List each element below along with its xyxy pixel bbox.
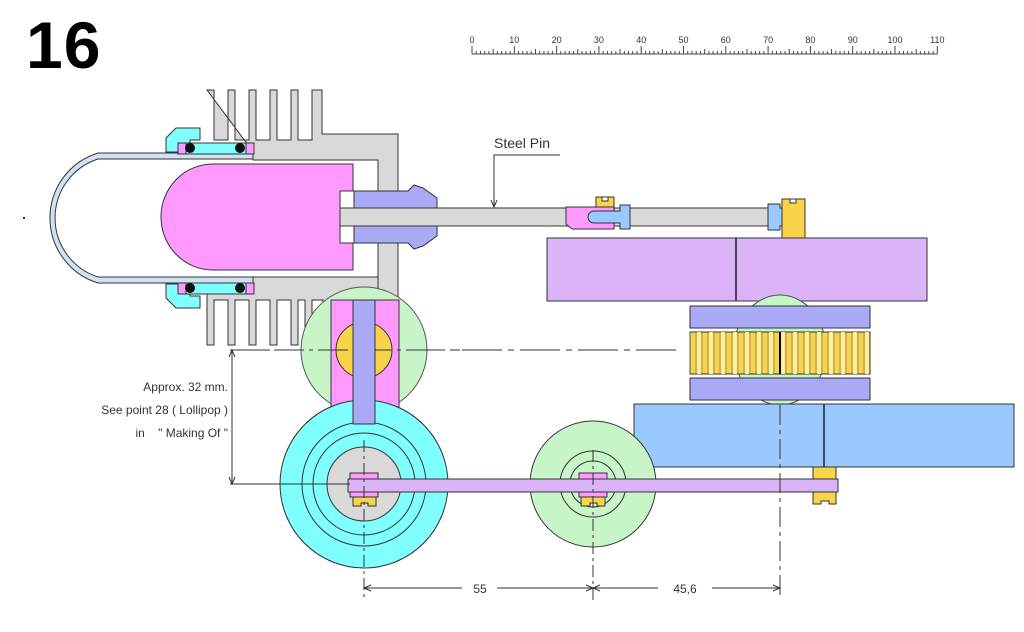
lower-o-ring-right [235, 283, 245, 293]
ruler-label: 30 [594, 35, 604, 45]
gear-tooth [733, 332, 737, 374]
displacer-piston [160, 163, 354, 271]
lower-o-ring-left [185, 283, 195, 293]
ruler-label: 0 [469, 35, 474, 45]
gear-tooth [829, 332, 833, 374]
steel-pin-leader [493, 154, 560, 206]
upper-o-ring-left [185, 143, 195, 153]
ruler-label: 110 [930, 35, 944, 45]
gear-tooth [709, 332, 713, 374]
note-line-2: See point 28 ( Lollipop ) [101, 403, 228, 417]
piston-rod [352, 299, 376, 425]
gear-tooth [769, 332, 773, 374]
flywheel-screw-top [781, 198, 806, 239]
ruler-label: 80 [805, 35, 815, 45]
dimension-45-6: 45,6 [673, 582, 697, 596]
gear-tooth [817, 332, 821, 374]
ruler-label: 100 [887, 35, 902, 45]
ruler-label: 10 [509, 35, 519, 45]
note-line-3: in " Making Of " [135, 426, 228, 440]
gear-tooth [745, 332, 749, 374]
lower-spacer-disc [689, 377, 871, 401]
page-number: 16 [26, 8, 102, 82]
gear-tooth [865, 332, 869, 374]
steel-pin [339, 207, 769, 227]
upper-o-ring-right [235, 143, 245, 153]
ruler-label: 70 [763, 35, 773, 45]
gear-tooth [697, 332, 701, 374]
ruler-label: 20 [552, 35, 562, 45]
upper-spacer-disc [689, 305, 871, 329]
clevis-pin [587, 204, 631, 230]
ruler-label: 90 [848, 35, 858, 45]
gear-tooth [793, 332, 797, 374]
note-line-1: Approx. 32 mm. [143, 380, 228, 394]
gear-tooth [781, 332, 785, 374]
ruler-label: 40 [636, 35, 646, 45]
upper-flywheel [546, 237, 928, 302]
gear-wheel [689, 331, 871, 375]
ruler-label: 60 [721, 35, 731, 45]
ruler-label: 50 [678, 35, 688, 45]
gear-tooth [853, 332, 857, 374]
scale-ruler: 0 10 20 30 40 50 60 70 80 90 100 110 [469, 35, 944, 55]
gear-tooth [805, 332, 809, 374]
steel-pin-label: Steel Pin [494, 135, 550, 151]
clevis-screw [595, 196, 615, 208]
gear-tooth [721, 332, 725, 374]
dimension-55: 55 [473, 582, 487, 596]
gear-tooth [841, 332, 845, 374]
gear-tooth [757, 332, 761, 374]
